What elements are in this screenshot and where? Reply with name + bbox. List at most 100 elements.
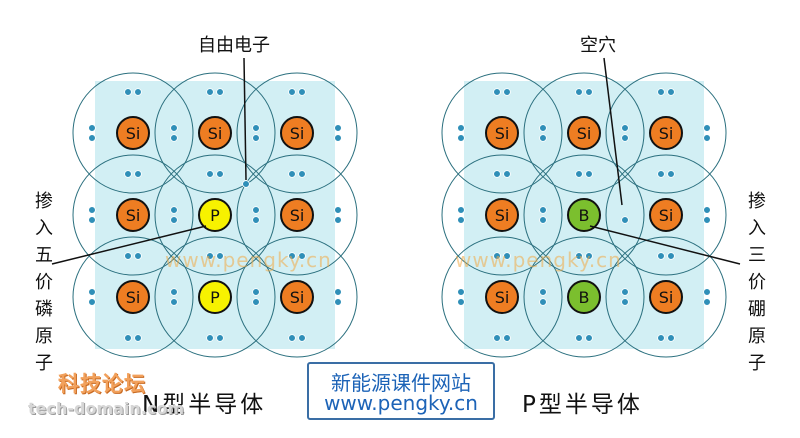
- electron: [621, 134, 629, 142]
- orbit-ring: [523, 72, 645, 194]
- electron: [457, 288, 465, 296]
- atom-p: [198, 198, 232, 232]
- electron: [703, 124, 711, 132]
- atom-p: [198, 280, 232, 314]
- atom-si: [280, 280, 314, 314]
- electron: [252, 134, 260, 142]
- electron: [539, 298, 547, 306]
- n-type-title: N型半导体: [142, 392, 267, 418]
- electron: [288, 88, 296, 96]
- electron: [667, 88, 675, 96]
- electron: [575, 88, 583, 96]
- electron: [134, 334, 142, 342]
- electron: [252, 124, 260, 132]
- electron: [657, 334, 665, 342]
- p-type-title: P型半导体: [522, 392, 643, 418]
- electron: [539, 206, 547, 214]
- phosphorus-dopant-label: 掺入五价磷原子: [35, 191, 53, 374]
- electron: [170, 134, 178, 142]
- electron: [493, 334, 501, 342]
- electron: [298, 88, 306, 96]
- watermark-right: www.pengky.cn: [455, 248, 622, 272]
- electron: [575, 334, 583, 342]
- electron: [575, 170, 583, 178]
- orbit-ring: [523, 154, 645, 276]
- electron: [703, 216, 711, 224]
- electron: [252, 298, 260, 306]
- electron: [134, 252, 142, 260]
- orbit-ring: [236, 154, 358, 276]
- atom-si: [198, 116, 232, 150]
- electron: [621, 298, 629, 306]
- electron: [585, 334, 593, 342]
- electron: [334, 298, 342, 306]
- free-electron-pointer: [243, 57, 247, 181]
- electron: [334, 216, 342, 224]
- electron: [503, 88, 511, 96]
- electron: [252, 216, 260, 224]
- electron: [703, 206, 711, 214]
- atom-symbol: P: [210, 288, 220, 307]
- electron: [657, 252, 665, 260]
- atom-symbol: Si: [126, 124, 141, 143]
- electron: [124, 334, 132, 342]
- electron: [298, 252, 306, 260]
- boron-dopant-label: 掺入三价硼原子: [748, 191, 766, 374]
- atom-si: [116, 280, 150, 314]
- atom-symbol: Si: [659, 288, 674, 307]
- atom-symbol: Si: [495, 288, 510, 307]
- orbit-ring: [441, 154, 563, 276]
- orbit-ring: [605, 154, 727, 276]
- atom-symbol: P: [210, 206, 220, 225]
- electron: [170, 298, 178, 306]
- atom-symbol: Si: [126, 206, 141, 225]
- electron: [457, 206, 465, 214]
- electron: [216, 88, 224, 96]
- electron: [216, 170, 224, 178]
- atom-symbol: Si: [290, 288, 305, 307]
- orbit-ring: [72, 236, 194, 358]
- electron: [667, 170, 675, 178]
- atom-b: [567, 280, 601, 314]
- atom-si: [485, 116, 519, 150]
- electron: [703, 298, 711, 306]
- orbit-ring: [72, 72, 194, 194]
- atom-symbol: Si: [208, 124, 223, 143]
- electron: [88, 124, 96, 132]
- electron: [493, 252, 501, 260]
- atom-si: [567, 116, 601, 150]
- atom-symbol: Si: [659, 206, 674, 225]
- electron: [457, 298, 465, 306]
- electron: [134, 88, 142, 96]
- electron: [493, 170, 501, 178]
- orbit-ring: [154, 236, 276, 358]
- electron: [503, 252, 511, 260]
- atom-b: [567, 198, 601, 232]
- electron: [170, 216, 178, 224]
- boron-pointer: [589, 225, 741, 265]
- electron: [216, 334, 224, 342]
- orbit-ring: [72, 154, 194, 276]
- atom-symbol: Si: [290, 124, 305, 143]
- atom-si: [485, 280, 519, 314]
- atom-symbol: Si: [577, 124, 592, 143]
- electron: [575, 252, 583, 260]
- orbit-ring: [441, 236, 563, 358]
- electron: [206, 170, 214, 178]
- orbit-ring: [154, 72, 276, 194]
- website-name: 新能源课件网站: [331, 371, 471, 395]
- electron: [170, 288, 178, 296]
- electron: [88, 206, 96, 214]
- electron: [667, 334, 675, 342]
- electron: [585, 170, 593, 178]
- website-url: www.pengky.cn: [324, 391, 478, 415]
- electron: [703, 134, 711, 142]
- electron: [170, 206, 178, 214]
- electron: [170, 124, 178, 132]
- electron: [88, 216, 96, 224]
- atom-si: [280, 116, 314, 150]
- atom-si: [116, 116, 150, 150]
